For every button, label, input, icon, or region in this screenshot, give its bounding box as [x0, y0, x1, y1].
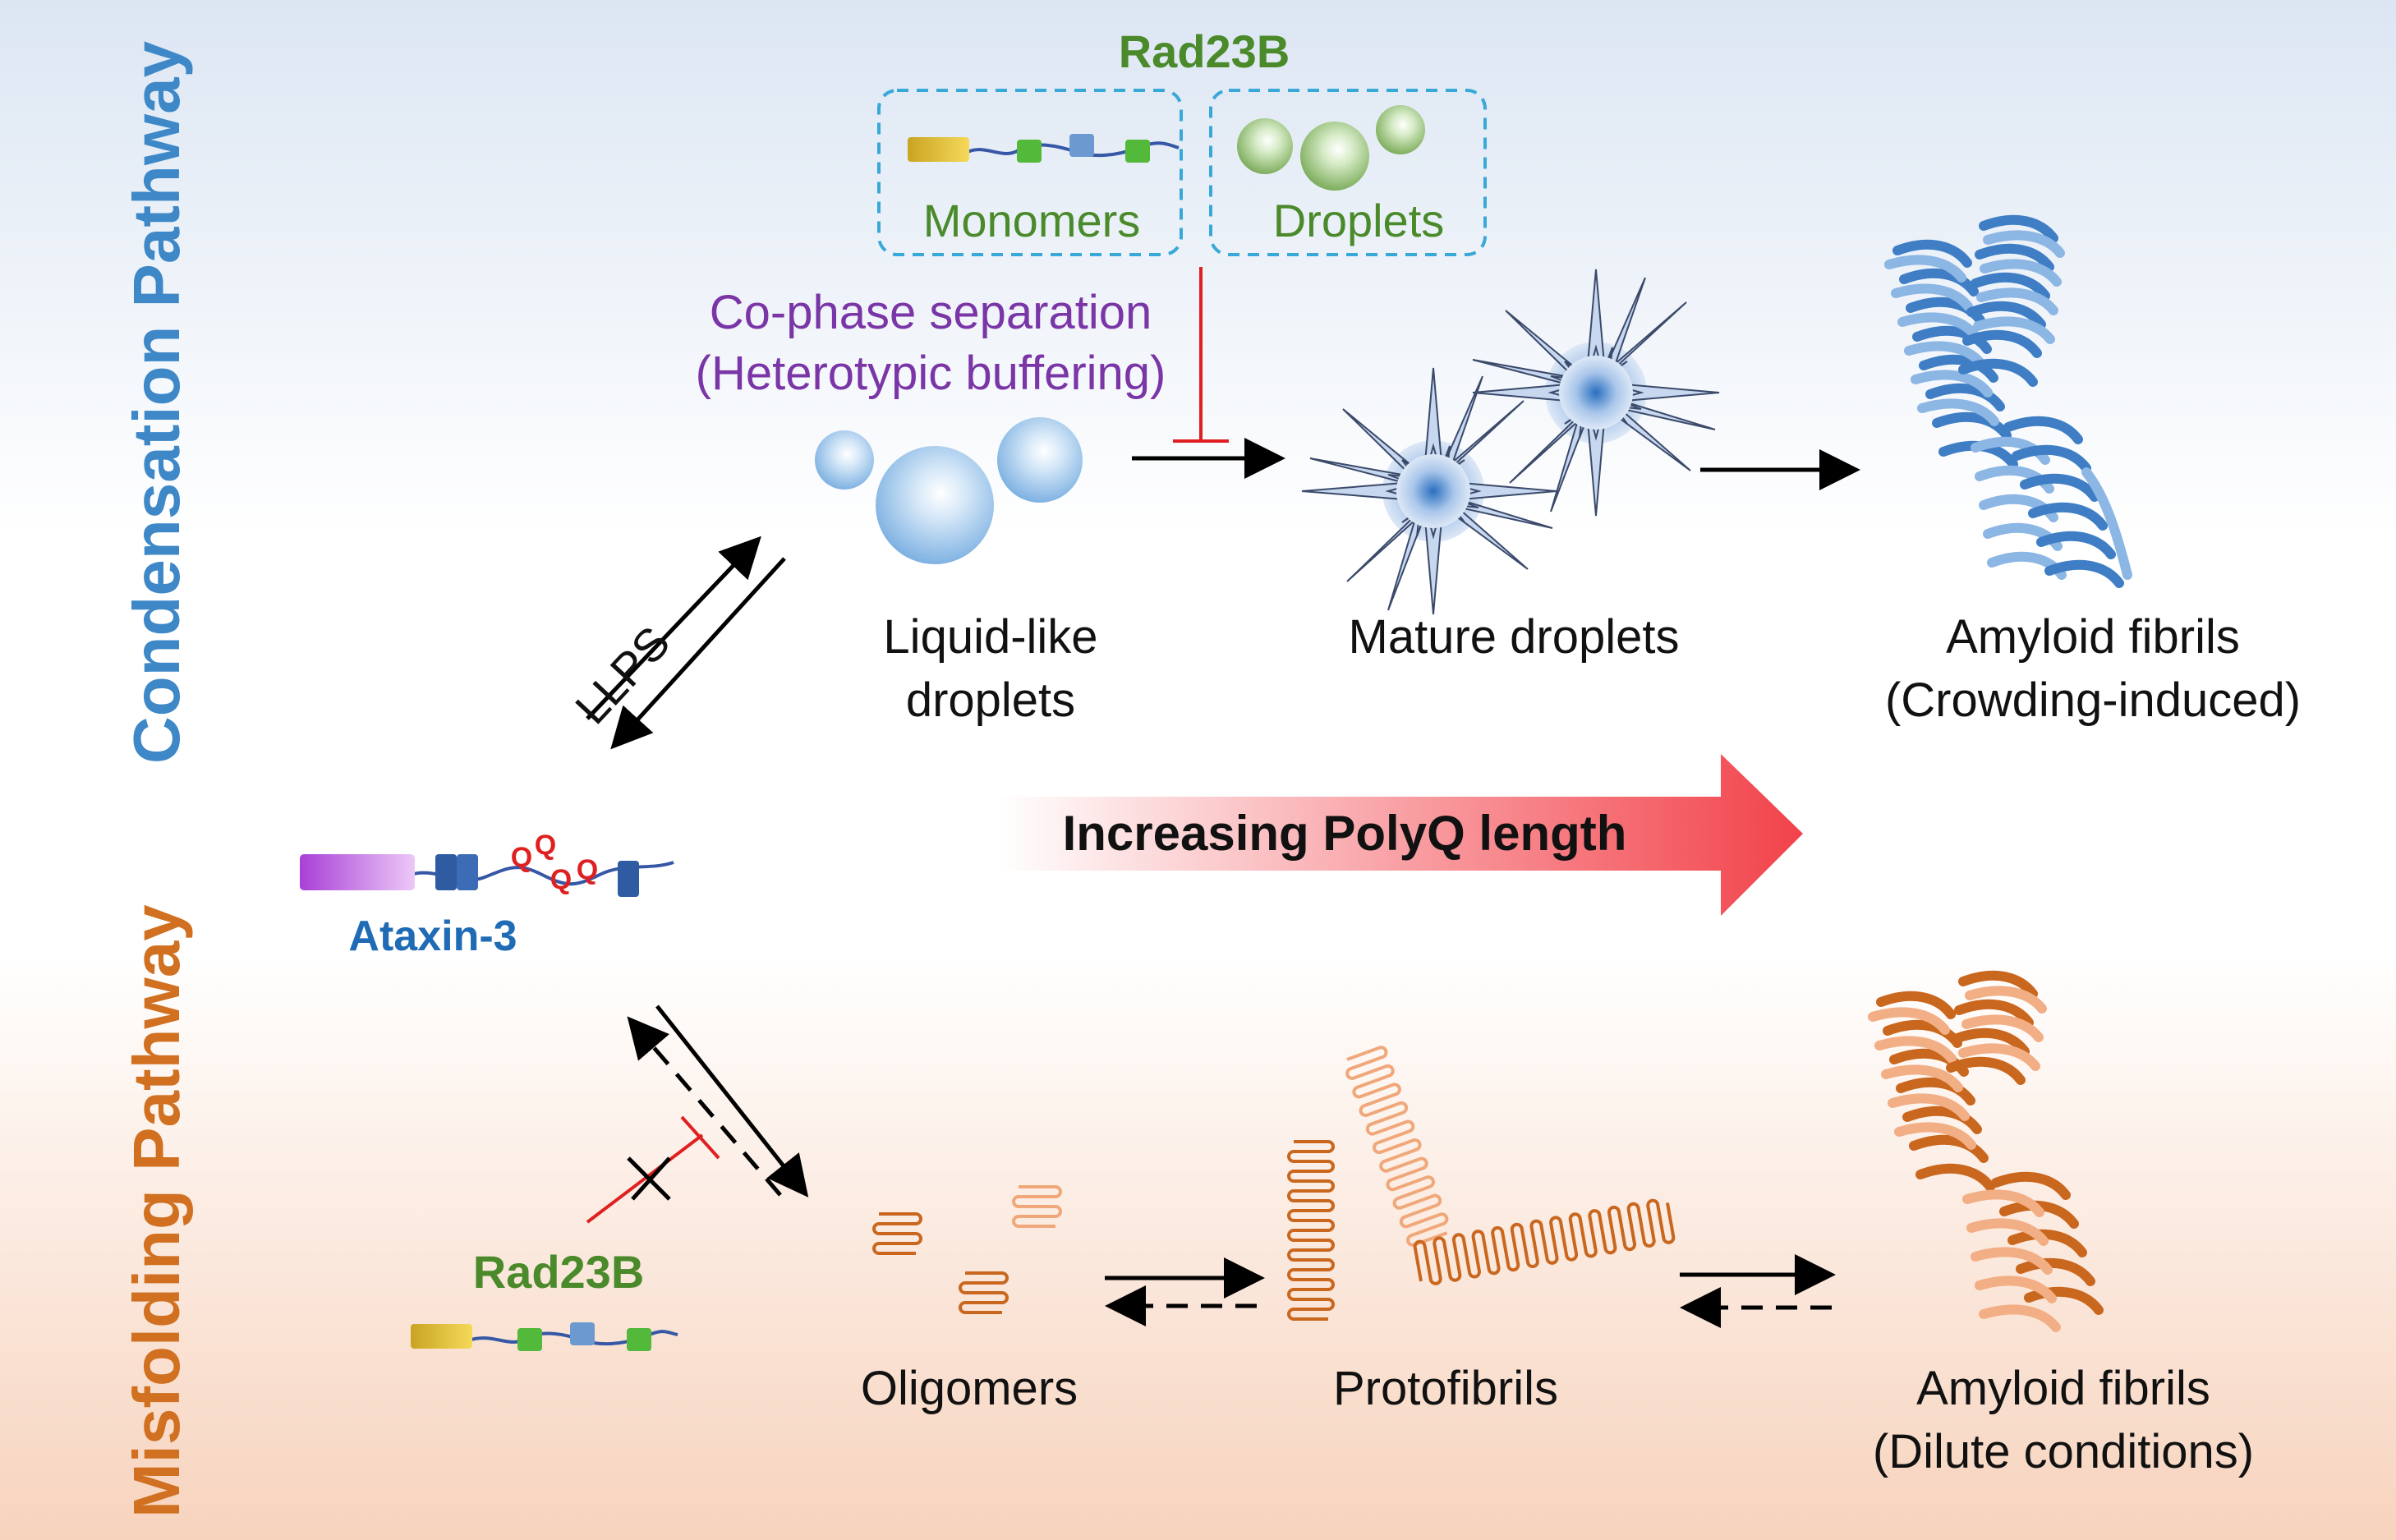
- q-letter-3: Q: [550, 864, 572, 895]
- q-letter-2: Q: [535, 830, 556, 861]
- co-phase-line1: Co-phase separation: [710, 286, 1152, 339]
- liquid-like-line2: droplets: [906, 673, 1075, 727]
- oligomers-glyph: [872, 1185, 1062, 1314]
- protofibrils-label: Protofibrils: [1333, 1362, 1558, 1415]
- misfolding-pathway-label: Misfolding Pathway: [120, 904, 193, 1518]
- amyloid-top-line1: Amyloid fibrils: [1946, 610, 2240, 664]
- q-letter-1: Q: [511, 842, 532, 873]
- monomers-box: [877, 89, 1183, 256]
- ataxin-3-glyph: Q Q Q Q: [300, 830, 674, 897]
- rad23b-monomer-glyph-top: [908, 134, 1180, 163]
- arrows-protofibrils-amyloid: [1680, 1254, 1836, 1328]
- monomers-label: Monomers: [923, 195, 1141, 246]
- rad23b-monomer-glyph-bottom: [411, 1322, 678, 1351]
- blocked-inhibition: [586, 1115, 720, 1224]
- mature-droplets-label: Mature droplets: [1349, 610, 1680, 664]
- llps-equilibrium-arrows: [586, 536, 786, 750]
- polyq-arrow-label: Increasing PolyQ length: [1063, 806, 1627, 861]
- rad23b-top-title: Rad23B: [1119, 25, 1290, 77]
- ataxin-3-label: Ataxin-3: [348, 913, 517, 960]
- amyloid-fibrils-orange-glyph: [1868, 970, 2104, 1332]
- mature-droplets-glyph: [1301, 269, 1720, 615]
- amyloid-fibrils-blue-glyph: [1884, 214, 2132, 588]
- liquid-like-line1: Liquid-like: [883, 610, 1097, 664]
- co-phase-line2: (Heterotypic buffering): [696, 347, 1166, 400]
- inhibition-bar-top: [1173, 267, 1229, 443]
- amyloid-bottom-line2: (Dilute conditions): [1873, 1425, 2254, 1478]
- amyloid-top-line2: (Crowding-induced): [1885, 673, 2301, 727]
- polyq-length-arrow: [998, 754, 1803, 916]
- amyloid-bottom-line1: Amyloid fibrils: [1916, 1362, 2210, 1415]
- condensation-pathway-label: Condensation Pathway: [120, 40, 193, 764]
- misfolding-equilibrium-arrows: [627, 1004, 809, 1198]
- q-letter-4: Q: [577, 854, 598, 885]
- arrows-oligomers-protofibrils: [1105, 1257, 1265, 1326]
- rad23b-bottom-title: Rad23B: [473, 1246, 645, 1298]
- droplets-box: [1209, 89, 1487, 256]
- oligomers-label: Oligomers: [861, 1362, 1078, 1415]
- protofibrils-glyph: [1287, 1046, 1676, 1321]
- droplets-label: Droplets: [1273, 195, 1445, 246]
- rad23b-droplets-glyph: [1237, 105, 1425, 191]
- liquid-droplets-glyph: [815, 417, 1083, 564]
